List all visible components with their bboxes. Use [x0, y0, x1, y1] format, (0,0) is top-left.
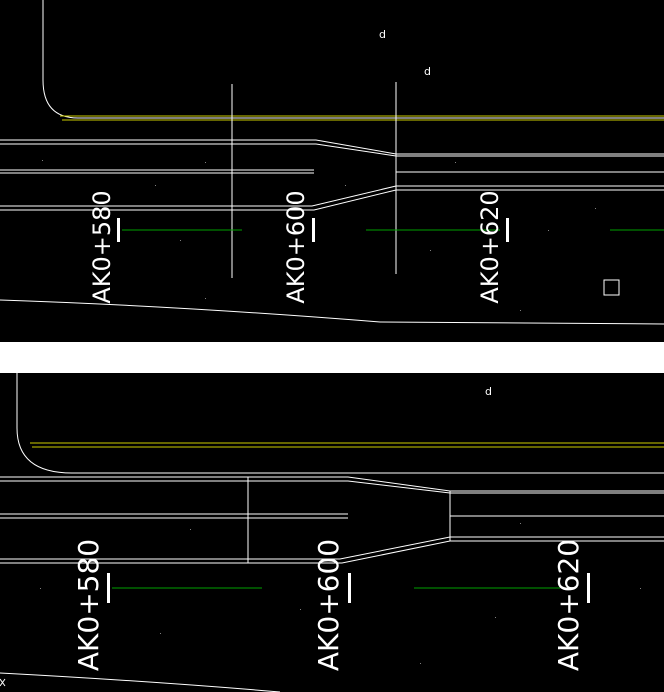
station-tick	[117, 218, 120, 242]
marker-glyph: d	[485, 385, 492, 398]
cad-drawing-top: AK0+580 AK0+600 AK0+620 d d	[0, 0, 664, 325]
boundary-curve	[0, 672, 281, 692]
marker-glyph: d	[424, 65, 431, 78]
lane-line-lower	[0, 189, 664, 211]
cad-drawing-bottom: AK0+580 AK0+600 AK0+620 d	[0, 373, 664, 692]
lane-line-lower	[0, 536, 664, 560]
station-label: AK0+620	[552, 539, 585, 671]
lane-line-lower	[0, 540, 664, 564]
station-tick	[587, 573, 590, 603]
lane-line-upper	[0, 480, 664, 494]
station-tick	[348, 573, 351, 603]
square-marker	[603, 279, 620, 296]
station-label: AK0+580	[72, 539, 105, 671]
station-label: AK0+580	[88, 190, 116, 303]
grid-dots	[40, 523, 641, 664]
station-label: AK0+600	[282, 190, 310, 303]
lane-line-upper	[0, 139, 664, 155]
grid-dots	[42, 160, 641, 311]
ucs-corner-icon	[0, 678, 6, 687]
lane-line-upper	[0, 476, 664, 492]
station-tick	[107, 573, 110, 603]
marker-glyph: d	[379, 28, 386, 41]
road-edge-curve	[16, 373, 664, 474]
cad-view-bottom[interactable]: AK0+580 AK0+600 AK0+620 d	[0, 373, 664, 692]
station-label: AK0+600	[312, 539, 345, 671]
station-tick	[312, 218, 315, 242]
road-edge-curve	[42, 0, 664, 119]
cad-view-top[interactable]: AK0+580 AK0+600 AK0+620 d d	[0, 0, 664, 342]
lane-line-upper	[0, 143, 664, 157]
station-tick	[506, 218, 509, 242]
station-label: AK0+620	[476, 190, 504, 303]
lane-line-lower	[0, 185, 664, 207]
boundary-curve	[0, 299, 664, 325]
